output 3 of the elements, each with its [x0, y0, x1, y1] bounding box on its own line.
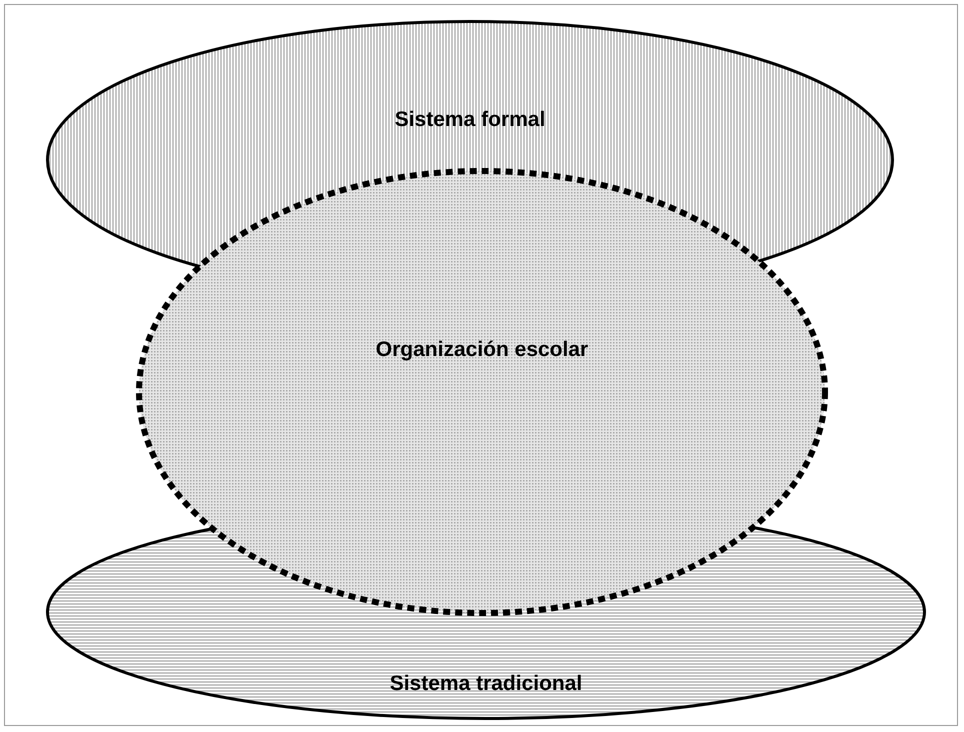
ellipse-label: Sistema formal	[394, 108, 546, 132]
ellipse-label: Organización escolar	[376, 338, 588, 362]
ellipse-label: Sistema tradicional	[390, 672, 582, 696]
